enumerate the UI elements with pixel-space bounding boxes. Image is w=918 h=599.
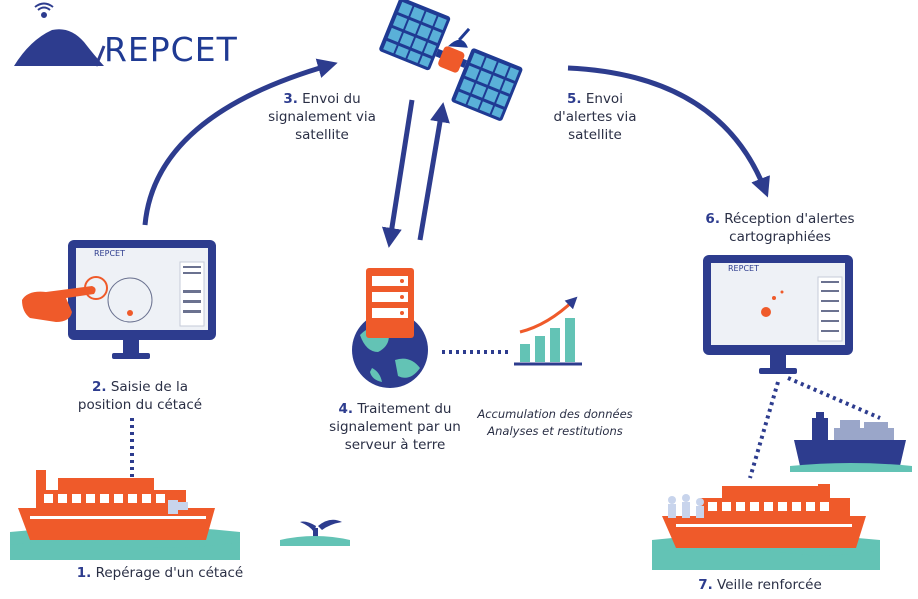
- step-text: position du cétacé: [77, 397, 203, 413]
- step-number: 1.: [76, 565, 92, 581]
- note-line: Analyses et restitutions: [487, 424, 623, 438]
- dotted-link-monitor-to-ship: [748, 381, 780, 479]
- logo-text: REPCET: [104, 30, 238, 69]
- step-text: Réception d'alertes: [724, 211, 855, 227]
- step-number: 6.: [705, 211, 720, 227]
- step-number: 4.: [338, 401, 354, 417]
- step-text: serveur à terre: [344, 437, 446, 453]
- step-text: satellite: [295, 127, 349, 143]
- satellite-icon: [379, 0, 523, 121]
- screen-logo-right: REPCET: [728, 264, 759, 273]
- monitor-right: [703, 255, 853, 374]
- dotted-link-monitor-to-cargo: [787, 376, 881, 420]
- step-2-label: 2. Saisie de la position du cétacé: [60, 378, 220, 414]
- step-number: 3.: [283, 91, 298, 107]
- step-text: Veille renforcée: [717, 577, 822, 593]
- step-text: signalement par un: [329, 419, 461, 435]
- step-text: Saisie de la: [110, 379, 188, 395]
- step-text: signalement via: [268, 109, 376, 125]
- arrow-satellite-to-server: [381, 99, 415, 248]
- step-1-label: 1. Repérage d'un cétacé: [60, 564, 260, 582]
- cargo-ship-icon: [790, 412, 912, 472]
- step-text: cartographiées: [729, 229, 831, 245]
- step-3-label: 3. Envoi du signalement via satellite: [262, 90, 382, 144]
- step-text: Repérage d'un cétacé: [95, 565, 244, 581]
- ferry-right-icon: [652, 484, 880, 570]
- step-text: Envoi: [585, 91, 623, 107]
- step-text: satellite: [568, 127, 622, 143]
- repcet-logo: [14, 2, 106, 67]
- screen-logo-left: REPCET: [94, 249, 125, 258]
- step-5-label: 5. Envoi d'alertes via satellite: [540, 90, 650, 144]
- monitor-left: [22, 240, 216, 359]
- arrow-server-to-satellite: [417, 102, 450, 241]
- arrow-step2-to-satellite: [142, 58, 338, 226]
- ferry-left-icon: [10, 470, 240, 560]
- step-6-label: 6. Réception d'alertes cartographiées: [690, 210, 870, 246]
- step-text: d'alertes via: [553, 109, 637, 125]
- whale-tail-icon: [280, 519, 350, 546]
- note-line: Accumulation des données: [477, 407, 633, 421]
- step-text: Traitement du: [357, 401, 452, 417]
- observers-icon: [668, 494, 704, 518]
- step-number: 7.: [698, 577, 713, 593]
- data-accumulation-note: Accumulation des données Analyses et res…: [470, 406, 640, 440]
- server-icon: [366, 268, 414, 338]
- step-4-label: 4. Traitement du signalement par un serv…: [320, 400, 470, 454]
- step-number: 2.: [92, 379, 107, 395]
- growth-chart-icon: [514, 296, 582, 366]
- hand-icon: [22, 276, 108, 322]
- step-text: Envoi du: [302, 91, 361, 107]
- signal-icon: [34, 2, 54, 18]
- step-7-label: 7. Veille renforcée: [680, 576, 840, 594]
- step-number: 5.: [567, 91, 582, 107]
- arrow-satellite-to-step6: [567, 65, 770, 198]
